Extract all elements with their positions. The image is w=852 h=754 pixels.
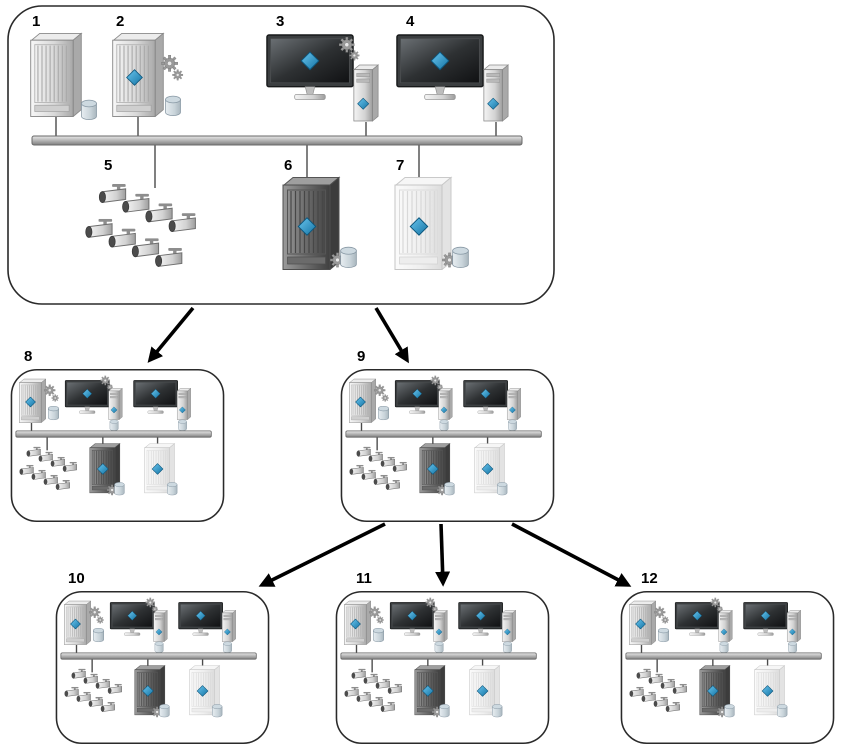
node-4-label: 4 [406,13,415,30]
remote-site-topology-icon [621,592,833,743]
site-10-label: 10 [68,570,85,587]
network-bus [31,135,523,146]
database-icon [165,95,181,116]
node-3-label: 3 [276,13,284,30]
site-9-label: 9 [357,348,365,365]
arrow-site-9-to-site-11 [435,523,451,587]
hierarchy-arrows [147,306,632,587]
site-12-label: 12 [641,570,658,587]
site-9: 9 [341,348,553,521]
site-11-label: 11 [356,570,372,587]
arrow-main-to-site-8 [147,306,195,363]
server-tower-icon [30,32,82,117]
site-10: 10 [56,570,268,743]
database-icon [81,99,97,120]
arrow-site-9-to-site-10 [258,522,386,587]
database-icon [452,246,469,268]
main-site: 1 2 3 4 5 6 [7,5,555,305]
node-1-label: 1 [32,13,40,30]
remote-site-topology-icon [11,370,223,521]
remote-site-topology-icon [56,592,268,743]
bus-connector-lines [55,117,497,188]
site-8: 8 [11,348,223,521]
node-2-label: 2 [116,13,124,30]
remote-site-topology-icon [341,370,553,521]
pc-tower-icon [354,65,378,121]
node-6-label: 6 [284,157,292,174]
arrow-main-to-site-9 [374,307,409,364]
database-icon [340,246,357,268]
site-12: 12 [621,570,833,743]
site-8-label: 8 [24,348,32,365]
site-11: 11 [336,570,548,743]
arrow-site-9-to-site-12 [511,522,632,587]
pc-tower-icon [484,65,508,121]
node-7-label: 7 [396,157,404,174]
remote-site-topology-icon [336,592,548,743]
node-5-label: 5 [104,157,112,174]
